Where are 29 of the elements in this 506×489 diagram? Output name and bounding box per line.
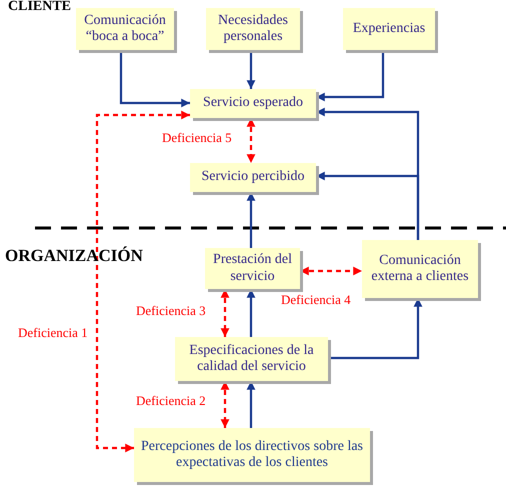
arrow <box>246 381 256 428</box>
process-box: Experiencias <box>343 8 435 50</box>
process-box: Comunicación “boca a boca” <box>76 8 174 50</box>
process-box: Prestación del servicio <box>205 248 300 289</box>
arrow <box>120 50 190 108</box>
arrow <box>246 289 256 337</box>
process-box: Comunicación externa a clientes <box>362 240 478 298</box>
arrow <box>316 172 420 240</box>
arrow <box>316 50 384 102</box>
process-box: Percepciones de los directivos sobre las expectativas de los clientes <box>134 428 370 482</box>
arrow <box>220 289 230 337</box>
process-box: Necesidades personales <box>206 8 300 50</box>
process-box: Servicio esperado <box>190 89 316 118</box>
arrow <box>246 50 256 89</box>
arrow <box>220 381 230 428</box>
edge-label: Deficiencia 3 <box>136 304 206 317</box>
edge-label: Deficiencia 2 <box>136 394 206 407</box>
section-heading: CLIENTE <box>8 0 72 14</box>
arrow <box>328 298 422 360</box>
arrow <box>246 192 256 248</box>
edge-label: Deficiencia 1 <box>18 326 88 339</box>
arrow <box>246 118 256 163</box>
process-box: Especificaciones de la calidad del servicio <box>175 337 328 381</box>
section-heading: ORGANIZACIÓN <box>5 247 143 264</box>
edge-label: Deficiencia 5 <box>162 131 232 144</box>
edge-label: Deficiencia 4 <box>281 293 351 306</box>
arrow <box>96 110 190 452</box>
process-box: Servicio percibido <box>190 163 316 192</box>
arrow <box>300 266 362 276</box>
